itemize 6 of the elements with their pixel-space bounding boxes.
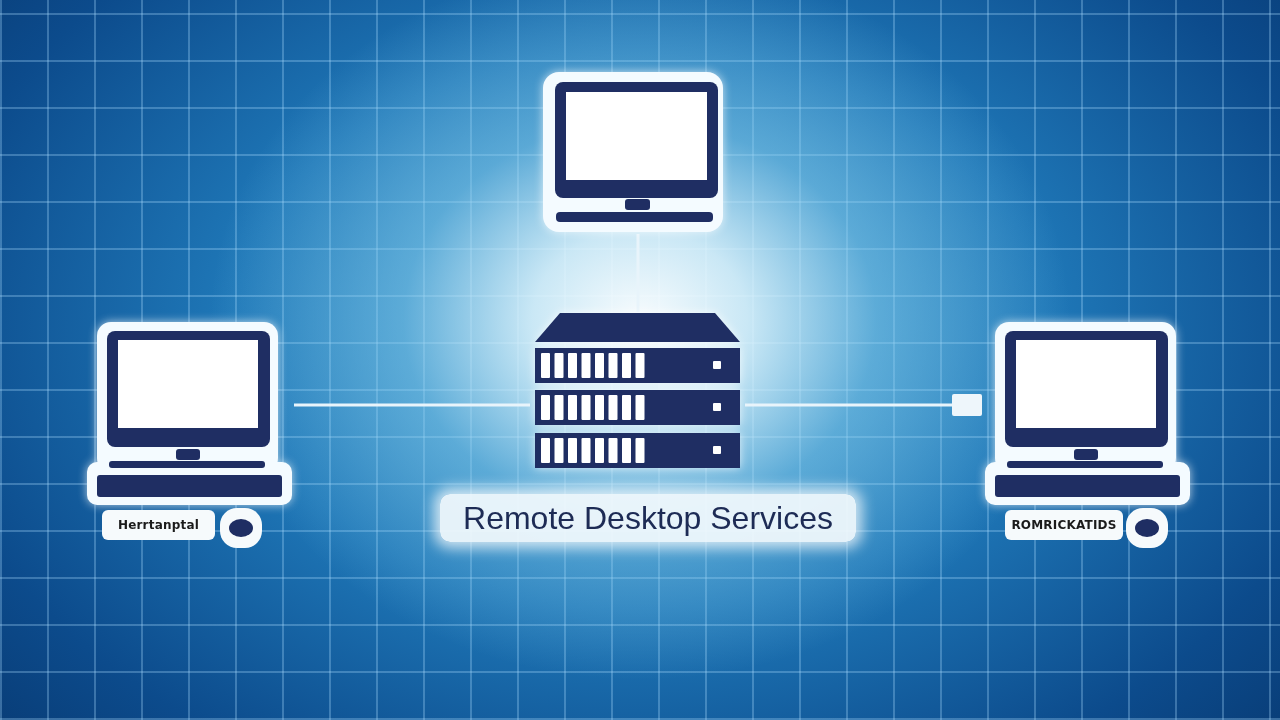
server-caption: Remote Desktop Services bbox=[440, 494, 856, 542]
connector-line bbox=[745, 394, 982, 416]
monitor-drawing bbox=[540, 70, 726, 234]
device-label: ROMRICKATIDS bbox=[1005, 510, 1123, 540]
device-label: Herrtanptal bbox=[102, 510, 215, 540]
connector-line bbox=[294, 403, 530, 407]
